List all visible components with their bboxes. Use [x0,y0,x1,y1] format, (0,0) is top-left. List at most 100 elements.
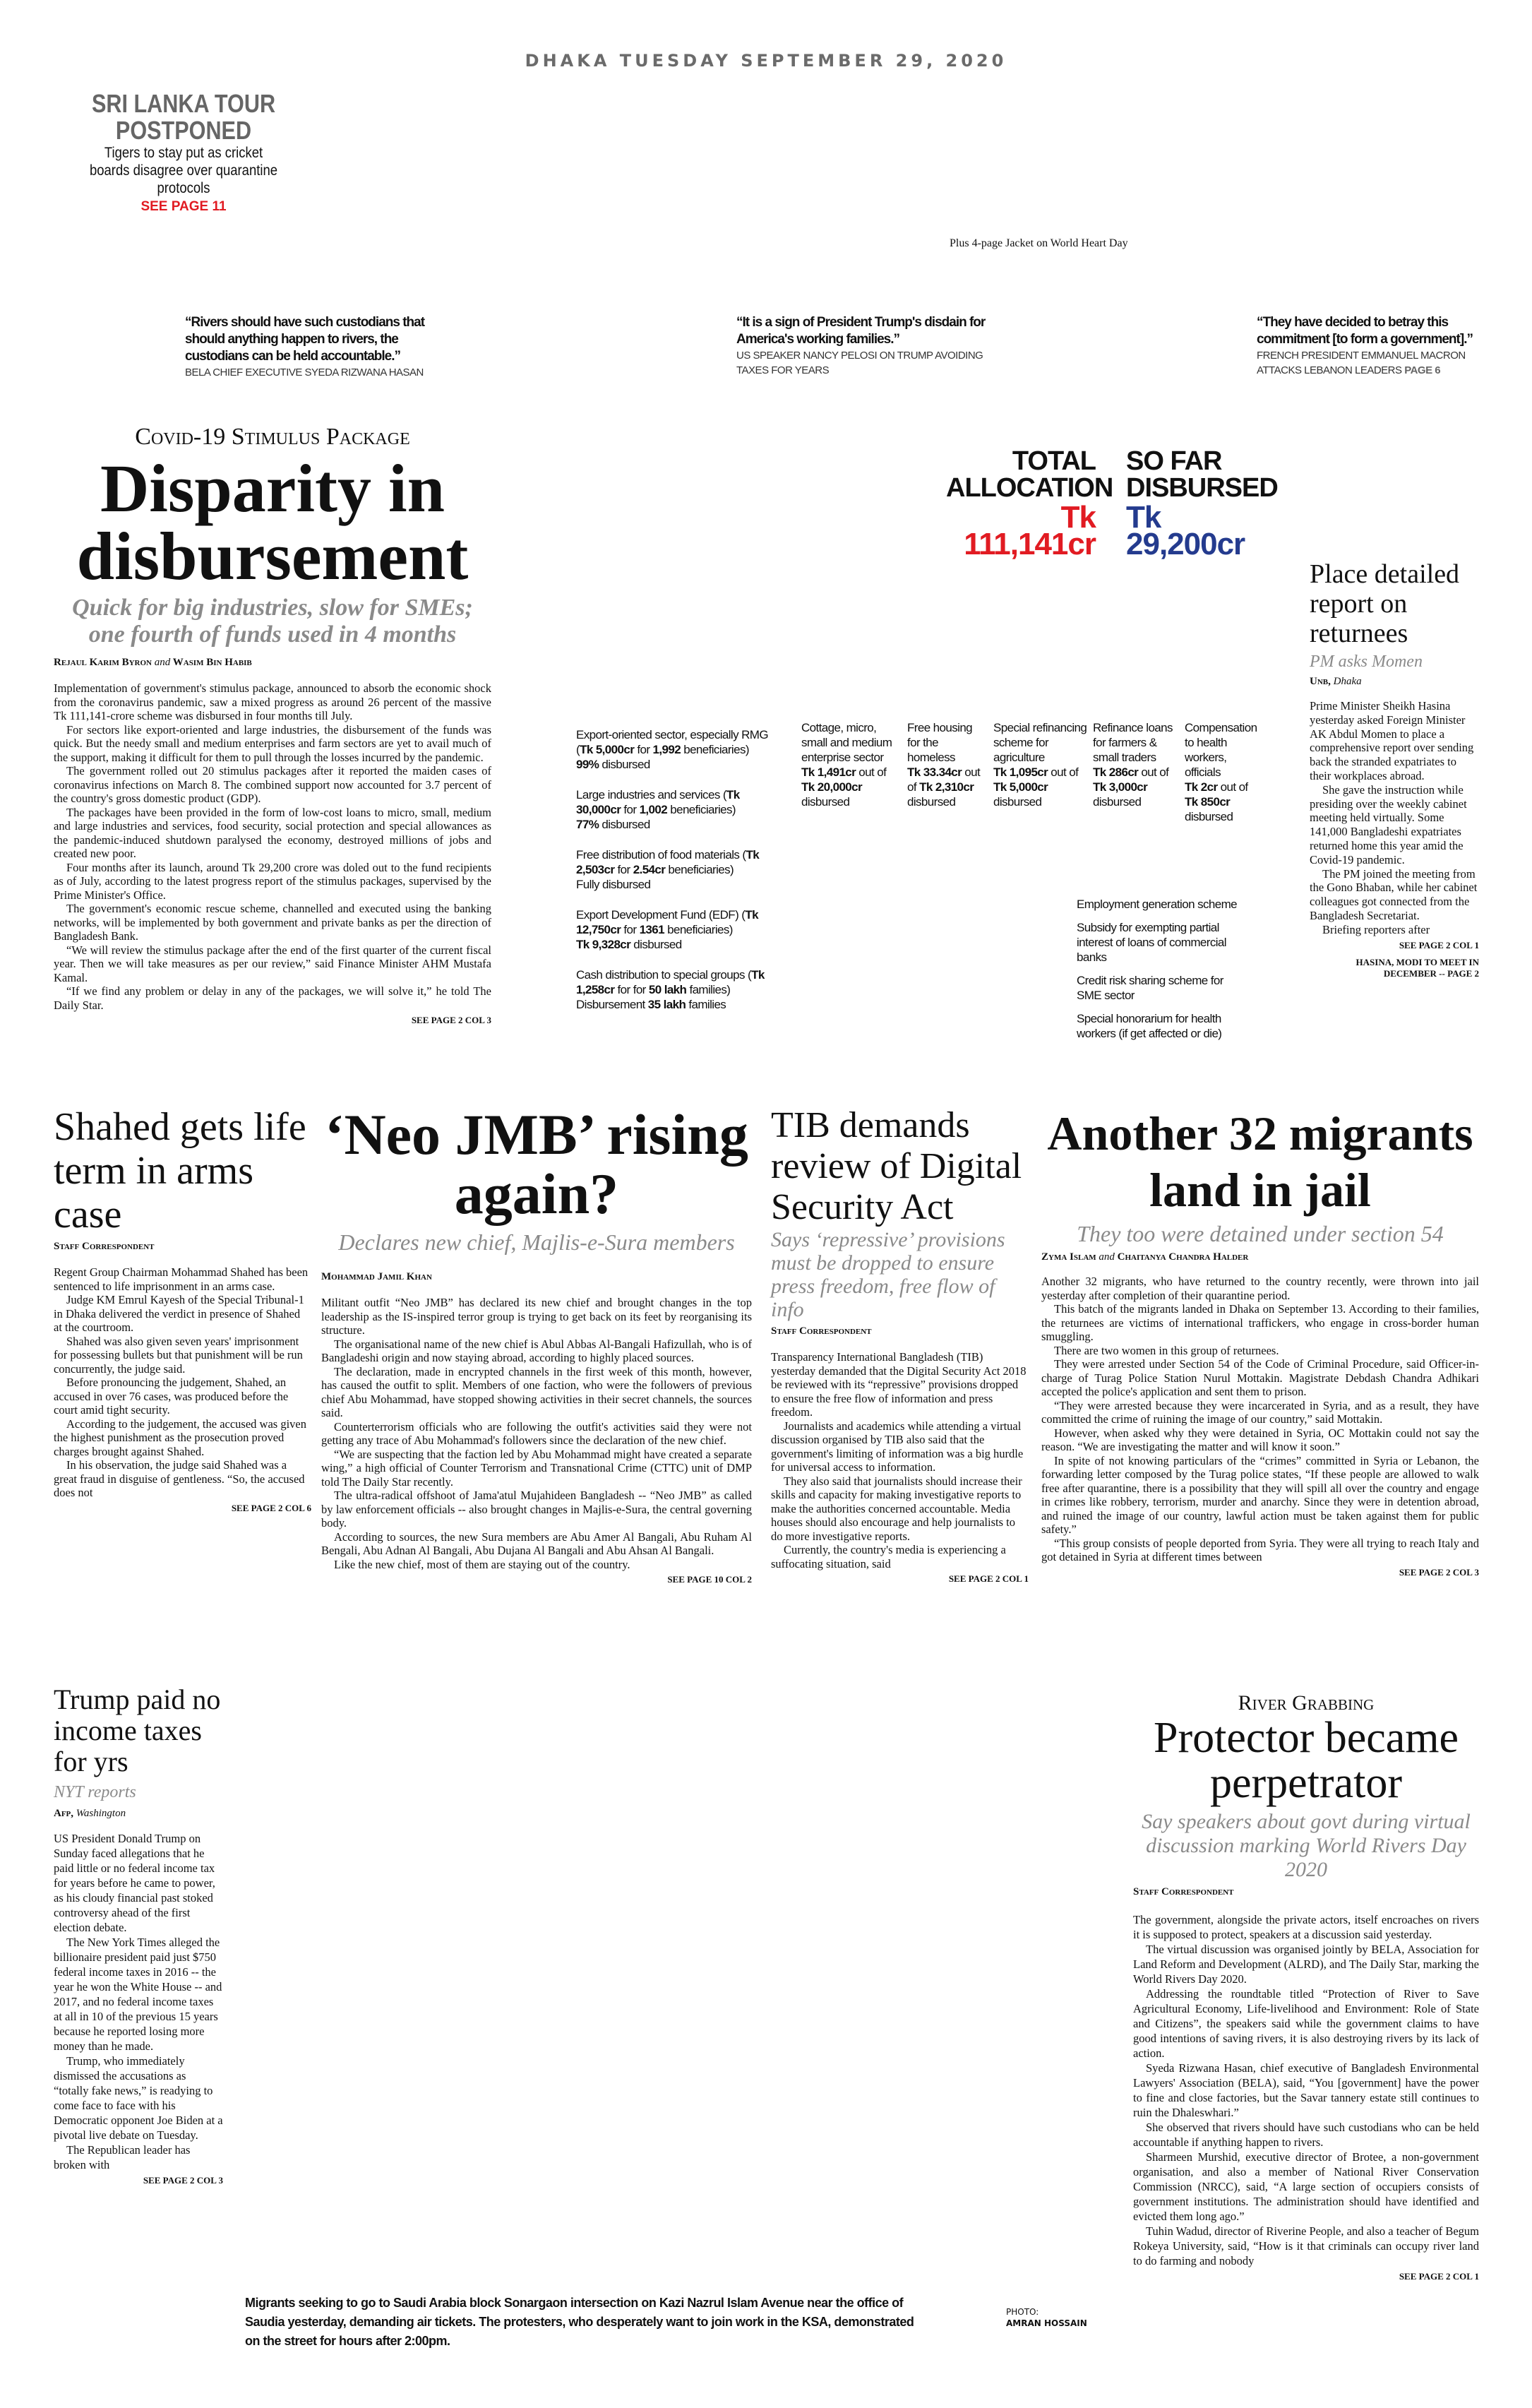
jmb-continued[interactable]: SEE PAGE 10 COL 2 [667,1574,752,1585]
column-text: disbursed [1093,795,1142,809]
item-text: for [614,863,633,876]
scheme-item: Employment generation scheme [1077,898,1238,911]
promo-title: SRI LANKA TOUR POSTPONED [91,89,276,145]
total-allocation-label: TOTAL ALLOCATION [946,446,1113,503]
lead-subheadline: Quick for big industries, slow for SMEs;… [72,595,473,648]
paragraph: Militant outfit “Neo JMB” has declared i… [321,1296,752,1337]
lead-body: Implementation of government's stimulus … [54,681,491,1026]
returnees-continued[interactable]: SEE PAGE 2 COL 1 [1399,939,1479,950]
shahed-continued[interactable]: SEE PAGE 2 COL 6 [231,1502,311,1513]
item-beneficiaries: 50 lakh [648,983,687,996]
returnees-headline[interactable]: Place detailed report on returnees [1310,559,1460,648]
item-beneficiaries: 1,002 [639,803,668,816]
river-continued[interactable]: SEE PAGE 2 COL 1 [1399,2271,1479,2282]
paragraph: The government rolled out 20 stimulus pa… [54,764,491,805]
returnees-byline: Unb, Dhaka [1310,676,1362,687]
allocation-columns: Cottage, micro, small and medium enterpr… [801,720,1281,824]
lead-continued[interactable]: SEE PAGE 2 COL 3 [411,1015,491,1025]
item-disbursed: 99% [576,758,599,771]
paragraph: Regent Group Chairman Mohammad Shahed ha… [54,1265,309,1293]
item-text: Fully disbursed [576,878,651,891]
migrants-continued[interactable]: SEE PAGE 2 COL 3 [1399,1566,1479,1578]
column-label: Refinance loans for farmers & small trad… [1093,721,1173,764]
shahed-headline[interactable]: Shahed gets life term in arms case [54,1105,306,1236]
paragraph: This batch of the migrants landed in Dha… [1041,1302,1479,1343]
paragraph: The packages have been provided in the f… [54,805,491,861]
promo-subtitle: Tigers to stay put as cricket boards dis… [89,145,278,196]
article-body: Prime Minister Sheikh Hasina yesterday a… [1310,699,1479,937]
jmb-headline[interactable]: ‘Neo JMB’ rising again? [325,1102,748,1226]
item-text: disbursed [630,938,682,951]
article-body: US President Donald Trump on Sunday face… [54,1831,223,2172]
quote-1: “Rivers should have such custodians that… [185,314,439,380]
column-text: disbursed [907,795,956,809]
paragraph: The government's economic rescue scheme,… [54,902,491,943]
quote-attribution: FRENCH PRESIDENT EMMANUEL MACRON ATTACKS… [1257,350,1466,376]
column-text: out of [1138,765,1169,779]
paragraph: “They were arrested because they were in… [1041,1398,1479,1426]
total-allocation-value: Tk 111,141cr [964,500,1096,561]
column-amount: Tk 1,095cr out of Tk 5,000cr [993,765,1087,794]
item-disbursed: Tk 9,328cr [576,938,631,951]
shahed-story: Shahed gets life term in arms case Staff… [54,1105,311,1514]
column-total: Tk 850cr [1185,795,1231,809]
article-body: Implementation of government's stimulus … [54,681,491,1012]
trump-continued[interactable]: SEE PAGE 2 COL 3 [143,2175,223,2186]
paragraph: However, when asked why they were detain… [1041,1426,1479,1454]
column-label: Special refinancing scheme for agricultu… [993,721,1087,764]
item-text: disbursed [599,818,650,831]
paragraph: The organisational name of the new chief… [321,1337,752,1365]
paragraph: They were arrested under Section 54 of t… [1041,1357,1479,1398]
item-text: for [621,923,640,936]
paragraph: For sectors like export-oriented and lar… [54,722,491,764]
teaser-hasina-modi[interactable]: HASINA, MODI TO MEET IN DECEMBER -- PAGE… [1356,956,1479,979]
article-body: Another 32 migrants, who have returned t… [1041,1275,1479,1564]
paragraph: The ultra-radical offshoot of Jama'atul … [321,1489,752,1530]
promo-sri-lanka-tour[interactable]: SRI LANKA TOUR POSTPONED Tigers to stay … [71,90,297,215]
column-amount: Tk 33.34cr out of Tk 2,310cr [907,765,988,794]
tib-byline: Staff Correspondent [771,1325,872,1337]
tib-subheadline: Says ‘repressive’ provisions must be dro… [771,1228,1005,1321]
item-label: Cash distribution to special groups ( [576,968,752,982]
column-label: Free housing for the homeless [907,721,973,764]
column-text: out of [1048,765,1079,779]
column-label: Cottage, micro, small and medium enterpr… [801,721,892,764]
paragraph: According to sources, the new Sura membe… [321,1530,752,1558]
river-story: River Grabbing Protector became perpetra… [1133,1691,1479,2282]
trump-byline: Afp, Washington [54,1808,126,1819]
item-amount: Tk 2,503cr [576,848,760,876]
paragraph: Tuhin Wadud, director of Riverine People… [1133,2224,1480,2267]
tib-continued[interactable]: SEE PAGE 2 COL 1 [948,1573,1029,1584]
quote-2: “It is a sign of President Trump's disda… [736,314,991,378]
paragraph: Trump, who immediately dismissed the acc… [54,2054,223,2142]
promo-page-ref[interactable]: SEE PAGE 11 [140,199,227,214]
shahed-byline: Staff Correspondent [54,1241,155,1252]
column-total: Tk 20,000cr [801,780,863,794]
item-label: Export Development Fund (EDF) ( [576,908,746,922]
paragraph: Another 32 migrants, who have returned t… [1041,1275,1479,1302]
paragraph: She gave the instruction while presiding… [1310,782,1467,866]
paragraph: Prime Minister Sheikh Hasina yesterday a… [1310,699,1474,782]
river-headline[interactable]: Protector became perpetrator [1153,1714,1459,1807]
column-disbursed: Tk 33.34cr [907,765,962,779]
migrants-byline: Zyma Islam and Chaitanya Chandra Halder [1041,1251,1249,1263]
paragraph: Sharmeen Murshid, executive director of … [1133,2150,1479,2223]
lead-headline[interactable]: Disparity in disbursement [76,451,469,594]
paragraph: Transparency International Bangladesh (T… [771,1350,1027,1419]
column-total: Tk 3,000cr [1093,780,1148,794]
disbursed-label: SO FAR DISBURSED [1126,446,1279,503]
tib-headline[interactable]: TIB demands review of Digital Security A… [771,1105,1022,1227]
quote-attribution: US SPEAKER NANCY PELOSI ON TRUMP AVOIDIN… [736,350,983,376]
paragraph: Currently, the country's media is experi… [771,1543,1006,1570]
trump-headline[interactable]: Trump paid no income taxes for yrs [54,1683,221,1777]
migrants-headline[interactable]: Another 32 migrants land in jail [1047,1107,1473,1217]
column-amount: Tk 286cr out of Tk 3,000cr [1093,765,1179,794]
migrants-subheadline: They too were detained under section 54 [1077,1221,1444,1246]
column-text: disbursed [1185,810,1233,823]
column-disbursed: Tk 286cr [1093,765,1139,779]
paragraph: There are two women in this group of ret… [1054,1343,1279,1357]
total-allocation: TOTAL ALLOCATION Tk 111,141cr [946,446,1113,561]
column-text: out of [856,765,887,779]
allocation-column: Refinance loans for farmers & small trad… [1093,720,1185,824]
